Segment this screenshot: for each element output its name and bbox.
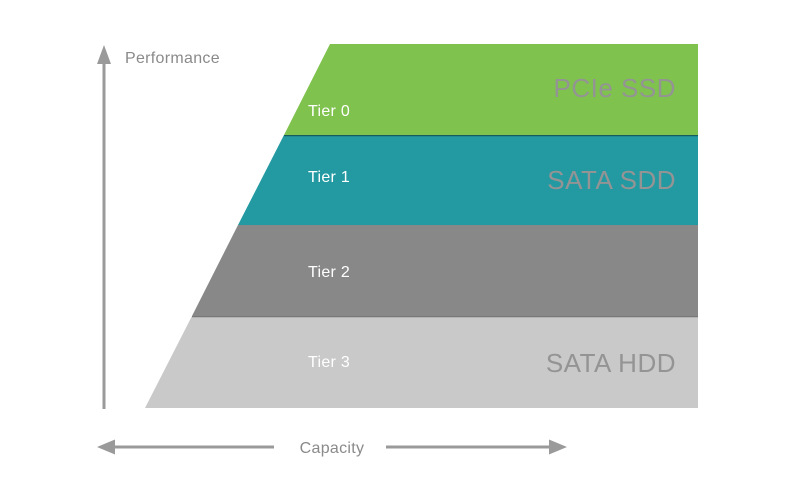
tier-0-band — [284, 44, 698, 135]
tier-1-label: Tier 1 — [308, 169, 350, 186]
tier-0-media-label: PCIe SSD — [554, 73, 677, 103]
tier-bands — [145, 44, 698, 408]
performance-arrowhead-icon — [97, 45, 111, 64]
capacity-axis-label: Capacity — [300, 440, 365, 457]
tier-0-label: Tier 0 — [308, 103, 350, 120]
tier-labels: Tier 0 Tier 1 Tier 2 Tier 3 — [308, 103, 350, 371]
capacity-left-arrowhead-icon — [97, 439, 115, 455]
tier-3-media-label: SATA HDD — [546, 348, 676, 378]
tier-1-media-label: SATA SDD — [547, 165, 676, 195]
performance-axis-label: Performance — [125, 50, 220, 67]
tier-1-band — [238, 135, 698, 225]
capacity-axis: Capacity — [97, 439, 567, 457]
tier-3-band — [145, 316, 698, 408]
media-labels: PCIe SSD SATA SDD SATA HDD — [546, 73, 676, 378]
capacity-right-arrowhead-icon — [549, 439, 567, 455]
performance-axis: Performance — [97, 45, 220, 409]
tier-3-label: Tier 3 — [308, 354, 350, 371]
tier-2-label: Tier 2 — [308, 264, 350, 281]
tier-2-band — [192, 225, 698, 316]
